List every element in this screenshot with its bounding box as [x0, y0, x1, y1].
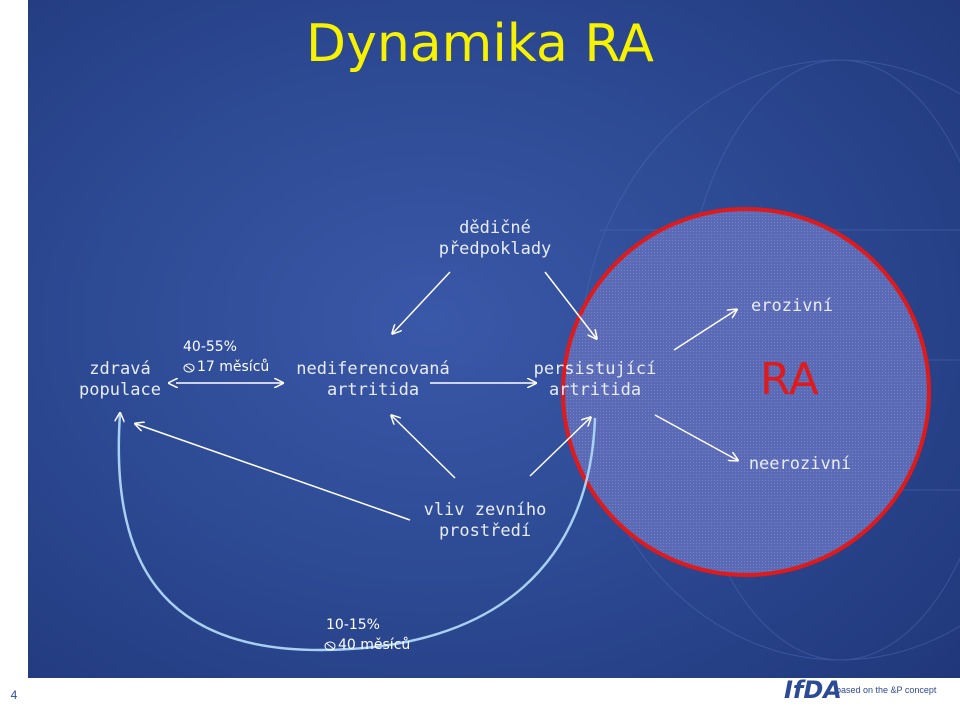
logo-caption: based on the &P concept	[836, 685, 937, 695]
arrow-environment-to-healthy	[136, 424, 411, 521]
node-hereditary: dědičné předpoklady	[438, 218, 552, 259]
arrow-environment-to-persistent	[529, 418, 590, 477]
clock-icon-short	[183, 363, 195, 373]
page-number: 4	[10, 688, 18, 702]
arrow-to-erosive	[673, 310, 736, 351]
node-nonerosive: neerozivní	[748, 454, 852, 474]
node-erosive: erozivní	[751, 296, 833, 316]
transition-long-percent: 10-15%	[326, 617, 380, 633]
slide-title: Dynamika RA	[306, 14, 654, 74]
arrow-hereditary-to-persistent	[544, 271, 596, 338]
transition-short-percent: 40-55%	[183, 339, 237, 355]
footer-strip	[0, 678, 960, 716]
ra-circle	[561, 207, 931, 577]
transition-short-time: 17 měsíců	[197, 359, 270, 375]
transition-long-time: 40 měsíců	[338, 637, 411, 653]
left-sidebar-strip	[0, 0, 28, 716]
arrow-to-nonerosive	[654, 414, 737, 460]
arrow-environment-to-undiff	[392, 416, 456, 479]
node-undifferentiated-arthritis: nediferencovaná artritida	[296, 359, 450, 400]
logo-text: IfDA	[784, 676, 842, 704]
node-healthy-population: zdravá populace	[79, 359, 161, 400]
curve-persistent-to-healthy	[119, 414, 597, 652]
arrow-hereditary-to-undiff	[393, 271, 451, 333]
clock-icon-long	[324, 641, 336, 651]
node-environment: vliv zevního prostředí	[423, 500, 547, 541]
node-persistent-arthritis: persistující artritida	[533, 359, 657, 400]
ra-label: RA	[760, 354, 819, 405]
